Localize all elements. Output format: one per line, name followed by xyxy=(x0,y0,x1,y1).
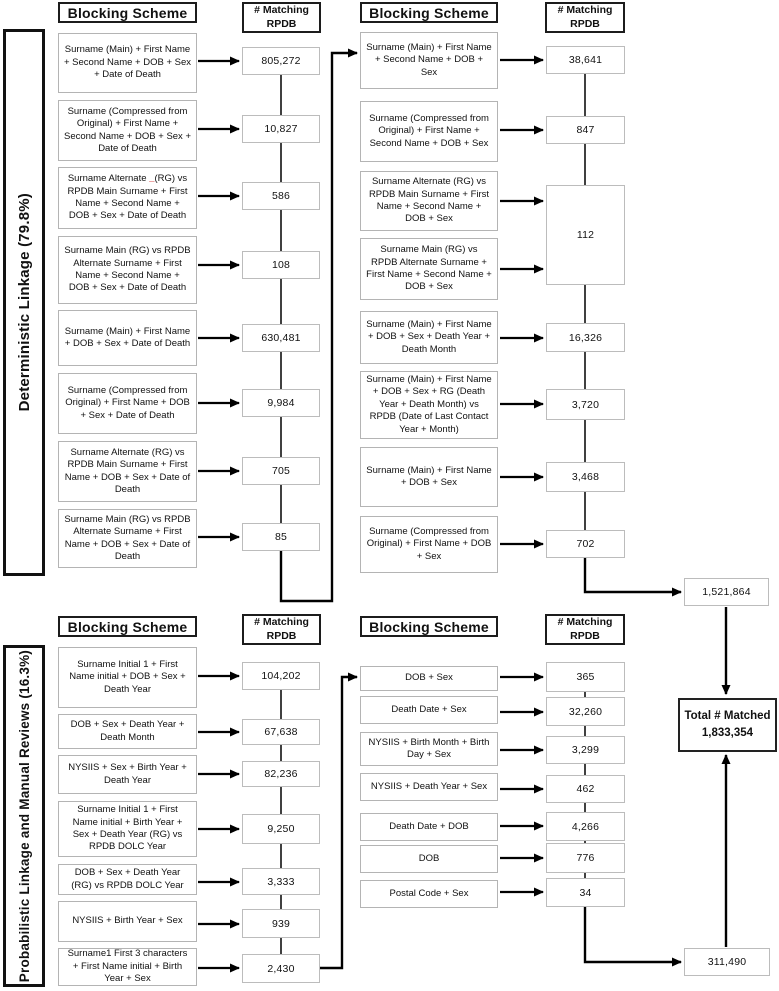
matching-header-line1: # Matching xyxy=(557,616,613,629)
total-matched-label: Total # Matched xyxy=(684,709,771,722)
scheme-box: Surname Initial 1 + First Name initial +… xyxy=(58,801,197,857)
match-count-box: 3,299 xyxy=(546,736,625,764)
match-count-box: 3,468 xyxy=(546,462,625,492)
scheme-box: NYSIIS + Sex + Birth Year + Death Year xyxy=(58,755,197,794)
scheme-box: Surname1 First 3 characters + First Name… xyxy=(58,948,197,986)
scheme-box: Surname (Compressed from Original) + Fir… xyxy=(58,373,197,434)
scheme-box: Surname (Main) + First Name + DOB + Sex xyxy=(360,447,498,507)
match-count-box: 3,720 xyxy=(546,389,625,420)
section-label-probabilistic: Probabilistic Linkage and Manual Reviews… xyxy=(16,649,32,983)
column-header-blocking-scheme: Blocking Scheme xyxy=(58,616,197,637)
matching-header-line1: # Matching xyxy=(254,4,309,17)
scheme-box: Surname Alternate _(RG) vs RPDB Main Sur… xyxy=(58,167,197,229)
scheme-box: DOB + Sex + Death Year + Death Month xyxy=(58,714,197,749)
section-bar-deterministic: Deterministic Linkage (79.8%) xyxy=(3,29,45,576)
scheme-text-with-mark: Surname Alternate _(RG) vs RPDB Main Sur… xyxy=(64,173,191,222)
match-count-box: 85 xyxy=(242,523,320,551)
column-header-blocking-scheme: Blocking Scheme xyxy=(58,2,197,23)
scheme-box: Surname (Compressed from Original) + Fir… xyxy=(360,516,498,573)
match-count-box: 108 xyxy=(242,251,320,279)
match-count-box: 630,481 xyxy=(242,324,320,352)
match-count-box: 3,333 xyxy=(242,868,320,895)
scheme-box: Surname Alternate (RG) vs RPDB Main Surn… xyxy=(360,171,498,231)
matching-header-line1: # Matching xyxy=(254,616,309,629)
match-count-box: 705 xyxy=(242,457,320,485)
scheme-box: Death Date + DOB xyxy=(360,813,498,841)
match-count-box: 104,202 xyxy=(242,662,320,690)
match-count-box: 10,827 xyxy=(242,115,320,143)
total-matched-box: Total # Matched 1,833,354 xyxy=(678,698,777,752)
match-count-box: 9,984 xyxy=(242,389,320,417)
column-header-blocking-scheme: Blocking Scheme xyxy=(360,2,498,23)
match-count-box: 776 xyxy=(546,843,625,873)
total-matched-value: 1,833,354 xyxy=(701,726,754,739)
scheme-text-pre: Surname Alternate xyxy=(67,173,147,185)
match-count-box: 805,272 xyxy=(242,47,320,75)
scheme-box: Surname (Main) + First Name + Second Nam… xyxy=(58,33,197,93)
match-count-box: 32,260 xyxy=(546,697,625,726)
match-count-box: 9,250 xyxy=(242,814,320,844)
match-count-box: 847 xyxy=(546,116,625,144)
match-count-box: 939 xyxy=(242,909,320,938)
matching-header-line2: RPDB xyxy=(266,17,297,30)
scheme-text-post: (RG) vs RPDB Main Surname + First Name +… xyxy=(67,173,188,222)
matching-header-line1: # Matching xyxy=(557,4,613,17)
column-header-matching-rpdb: # Matching RPDB xyxy=(545,2,625,33)
match-count-box: 82,236 xyxy=(242,761,320,787)
scheme-box: Death Date + Sex xyxy=(360,696,498,724)
match-count-box: 702 xyxy=(546,530,625,558)
scheme-box: Surname (Main) + First Name + DOB + Sex … xyxy=(360,371,498,439)
scheme-box: Surname (Main) + First Name + DOB + Sex … xyxy=(58,310,197,366)
match-count-box: 365 xyxy=(546,662,625,692)
match-count-box: 16,326 xyxy=(546,323,625,352)
match-count-box: 2,430 xyxy=(242,954,320,983)
match-count-box: 586 xyxy=(242,182,320,210)
scheme-box: Surname Main (RG) vs RPDB Alternate Surn… xyxy=(58,236,197,304)
scheme-box: Surname (Main) + First Name + DOB + Sex … xyxy=(360,311,498,364)
scheme-box: Postal Code + Sex xyxy=(360,880,498,908)
matching-header-line2: RPDB xyxy=(266,629,297,642)
matching-header-line2: RPDB xyxy=(570,17,600,30)
scheme-box: NYSIIS + Birth Year + Sex xyxy=(58,901,197,942)
scheme-box: NYSIIS + Death Year + Sex xyxy=(360,773,498,801)
matching-header-line2: RPDB xyxy=(570,629,600,642)
scheme-box: Surname Alternate (RG) vs RPDB Main Surn… xyxy=(58,441,197,502)
column-header-blocking-scheme: Blocking Scheme xyxy=(360,616,498,637)
scheme-box: Surname (Compressed from Original) + Fir… xyxy=(58,100,197,161)
section-label-deterministic: Deterministic Linkage (79.8%) xyxy=(15,193,33,412)
section-bar-probabilistic: Probabilistic Linkage and Manual Reviews… xyxy=(3,645,45,987)
scheme-box: DOB + Sex + Death Year (RG) vs RPDB DOLC… xyxy=(58,864,197,895)
match-count-box: 38,641 xyxy=(546,46,625,74)
scheme-box: DOB xyxy=(360,845,498,873)
column-header-matching-rpdb: # Matching RPDB xyxy=(242,614,321,645)
scheme-box: DOB + Sex xyxy=(360,666,498,691)
match-count-box: 462 xyxy=(546,775,625,803)
deterministic-subtotal-box: 1,521,864 xyxy=(684,578,769,606)
scheme-box: Surname (Main) + First Name + Second Nam… xyxy=(360,32,498,89)
column-header-matching-rpdb: # Matching RPDB xyxy=(545,614,625,645)
scheme-box: Surname Initial 1 + First Name initial +… xyxy=(58,647,197,708)
scheme-box: Surname (Compressed from Original) + Fir… xyxy=(360,101,498,162)
red-underline-mark: _ xyxy=(149,173,155,185)
match-count-box: 67,638 xyxy=(242,719,320,745)
scheme-box: Surname Main (RG) vs RPDB Alternate Surn… xyxy=(58,509,197,568)
column-header-matching-rpdb: # Matching RPDB xyxy=(242,2,321,33)
match-count-box: 34 xyxy=(546,878,625,907)
match-count-box-merged: 112 xyxy=(546,185,625,285)
scheme-box: NYSIIS + Birth Month + Birth Day + Sex xyxy=(360,732,498,766)
match-count-box: 4,266 xyxy=(546,812,625,841)
probabilistic-subtotal-box: 311,490 xyxy=(684,948,770,976)
scheme-box: Surname Main (RG) vs RPDB Alternate Surn… xyxy=(360,238,498,300)
